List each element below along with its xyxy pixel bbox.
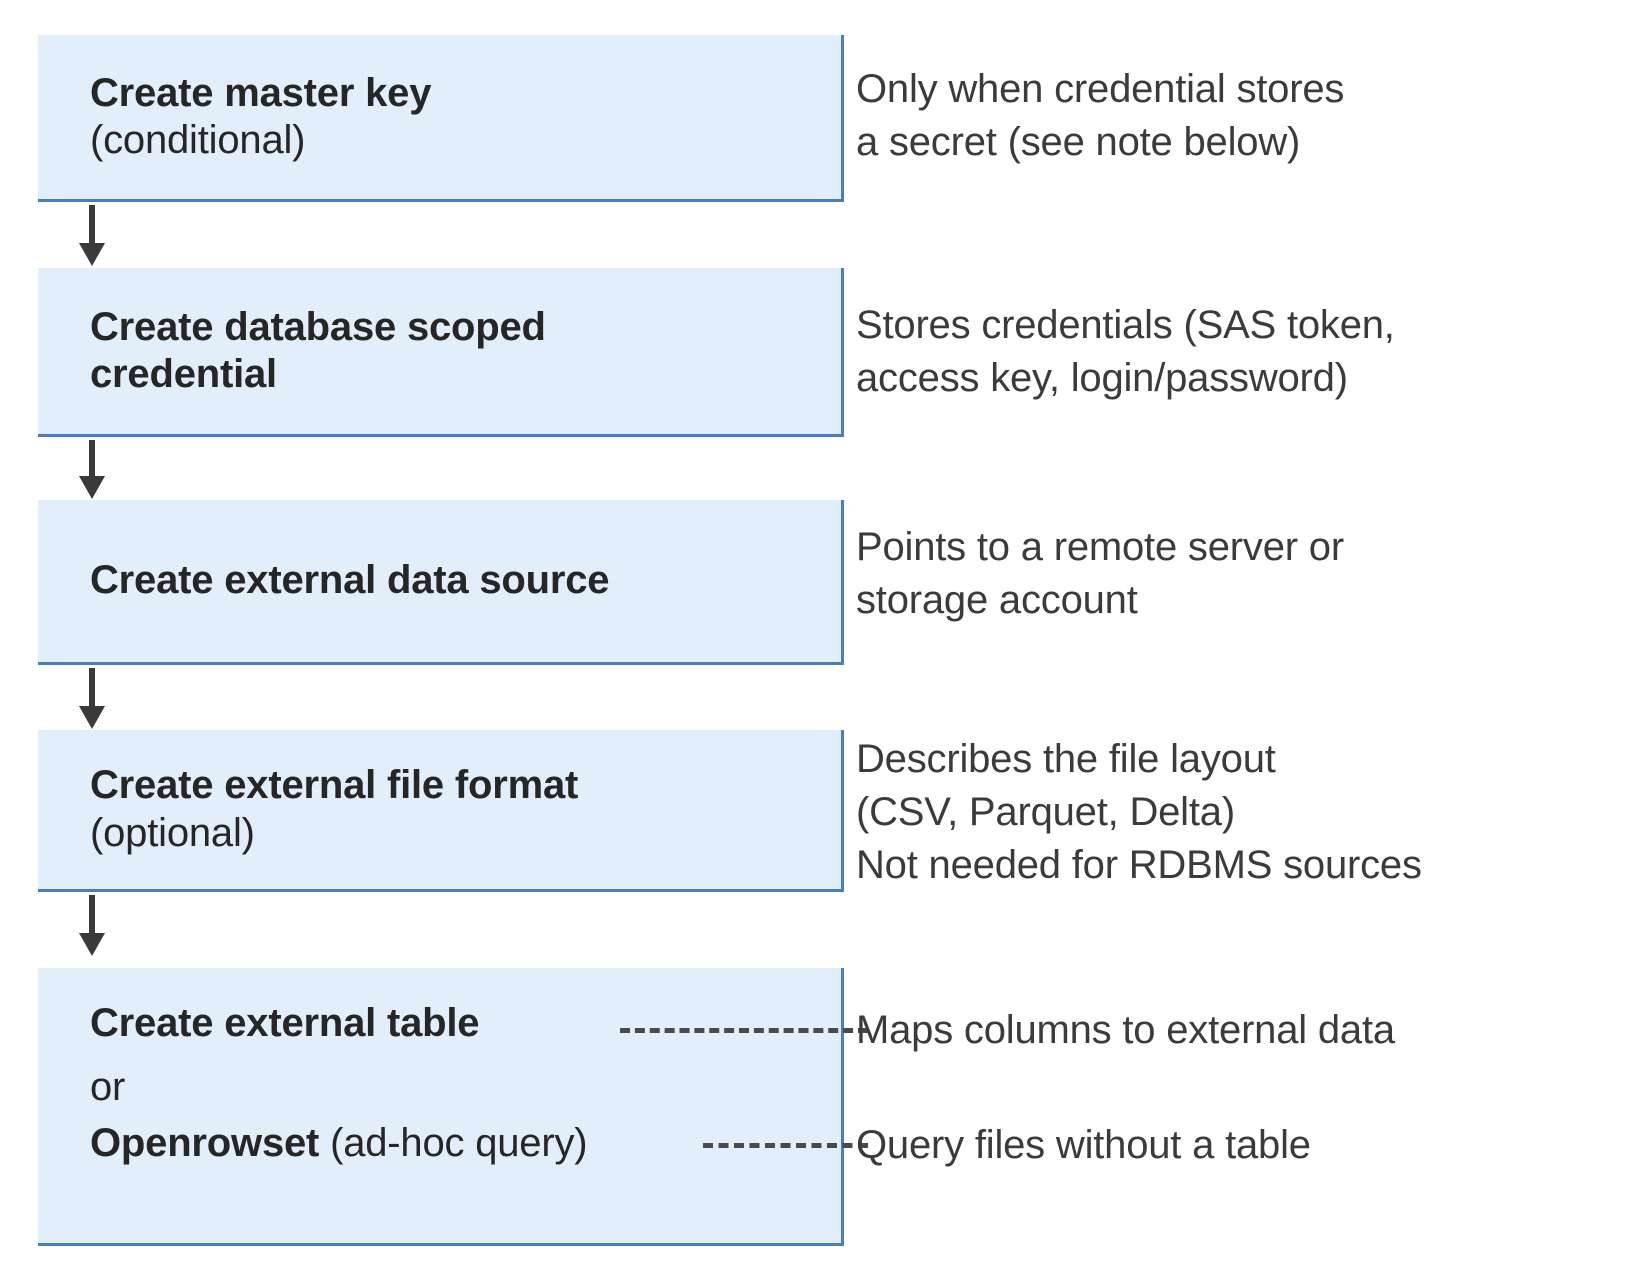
dashed-connector-icon <box>703 1143 868 1148</box>
step-subtitle: (conditional) <box>90 118 306 162</box>
step-subtitle: (optional) <box>90 810 255 855</box>
down-arrow-icon <box>77 668 107 730</box>
step-box-create-master-key[interactable]: Create master key (conditional) <box>38 35 844 202</box>
final-step-label-or: or <box>90 1065 126 1109</box>
step-box-create-external-data-source[interactable]: Create external data source <box>38 500 844 665</box>
step-title: Create database scoped credential <box>90 304 546 396</box>
note-create-database-scoped-credential: Stores credentials (SAS token, access ke… <box>856 303 1395 400</box>
down-arrow-icon <box>77 440 107 500</box>
step-title: Create external data source <box>90 558 610 603</box>
final-step-line-or: or <box>90 1067 125 1107</box>
note-create-master-key: Only when credential stores a secret (se… <box>856 67 1345 164</box>
step-box-create-database-scoped-credential[interactable]: Create database scoped credential <box>38 268 844 437</box>
note-create-external-data-source: Points to a remote server or storage acc… <box>856 525 1344 622</box>
note-openrowset: Query files without a table <box>856 1123 1311 1167</box>
step-box-create-external-table-or-openrowset[interactable] <box>38 968 844 1246</box>
step-box-create-external-file-format[interactable]: Create external file format (optional) <box>38 730 844 892</box>
final-step-label-openrowset: Openrowset <box>90 1121 320 1165</box>
final-step-line-openrowset: Openrowset (ad-hoc query) <box>90 1121 588 1165</box>
down-arrow-icon <box>77 205 107 267</box>
note-create-external-file-format: Describes the file layout (CSV, Parquet,… <box>856 737 1422 887</box>
note-create-external-table: Maps columns to external data <box>856 1008 1395 1052</box>
dashed-connector-icon <box>620 1028 868 1033</box>
final-step-label-openrowset-suffix: (ad-hoc query) <box>319 1121 588 1165</box>
step-title: Create external file format <box>90 763 579 808</box>
final-step-line-create-external-table: Create external table <box>90 1001 480 1045</box>
final-step-label-create-external-table: Create external table <box>90 1001 480 1045</box>
step-title: Create master key <box>90 70 432 115</box>
down-arrow-icon <box>77 895 107 957</box>
